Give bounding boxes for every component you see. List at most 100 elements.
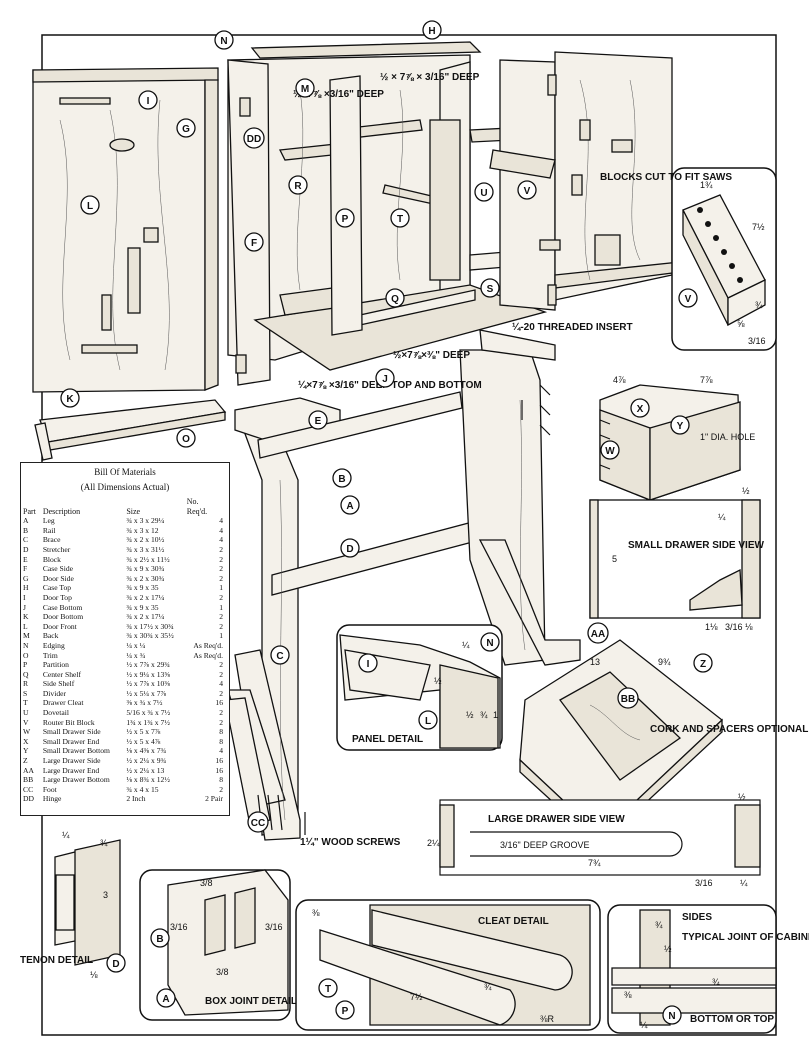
- ld-c-dim: 3/16: [695, 878, 713, 888]
- ld-d-dim: ½: [738, 792, 746, 802]
- callout-BB: BB: [617, 687, 639, 709]
- callout-Q: Q: [385, 288, 405, 308]
- bom-description: Leg: [42, 516, 55, 526]
- svg-text:A: A: [162, 994, 169, 1005]
- bom-qty: 4: [219, 746, 223, 756]
- svg-text:N: N: [668, 1011, 675, 1022]
- bom-part: V: [23, 717, 29, 727]
- bom-part: C: [23, 535, 29, 545]
- bom-size: ¾ x 3 x 31½: [126, 544, 165, 554]
- svg-text:D: D: [346, 544, 353, 555]
- bom-qty: 2 Pair: [205, 794, 223, 804]
- bom-qty: 2: [219, 573, 223, 583]
- cl-d-dim: ⅜R: [540, 1014, 555, 1024]
- callout-O: O: [176, 428, 196, 448]
- sd-c-dim: ½: [742, 486, 750, 496]
- bom-part: P: [23, 660, 28, 670]
- svg-text:P: P: [342, 214, 349, 225]
- cork-note: CORK AND SPACERS OPTIONAL: [650, 724, 808, 735]
- bom-qty: 16: [215, 756, 223, 766]
- svg-text:N: N: [220, 36, 227, 47]
- callout-X: X: [630, 398, 650, 418]
- callout-W: W: [600, 440, 620, 460]
- svg-text:D: D: [112, 959, 119, 970]
- v-length-dim: 7½: [752, 222, 765, 232]
- bom-size: ¾ x 2 x 30¾: [126, 573, 165, 583]
- v-width-dim: 1¾: [700, 180, 713, 190]
- bom-part: Y: [23, 746, 29, 756]
- svg-text:F: F: [251, 238, 257, 249]
- cl-b-dim: 7½: [410, 992, 423, 1002]
- bom-part: T: [23, 698, 28, 708]
- svg-text:W: W: [605, 446, 615, 457]
- bom-size: ¾ x 9 x 35: [126, 583, 159, 593]
- bom-size: ¾ x 3 x 29¼: [126, 516, 165, 526]
- bom-part: E: [23, 554, 28, 564]
- sd-height-dim: 5: [612, 554, 617, 564]
- bom-description: Case Side: [42, 564, 73, 574]
- box-joint-label: BOX JOINT DETAIL: [205, 996, 297, 1007]
- callout-E: E: [308, 410, 328, 430]
- callout-S: S: [480, 278, 500, 298]
- v-b-dim: 3/16: [748, 336, 766, 346]
- svg-text:AA: AA: [591, 629, 605, 640]
- bom-size: ½ x 2¼ x 9¾: [126, 756, 167, 766]
- svg-text:I: I: [367, 659, 370, 670]
- svg-text:A: A: [346, 501, 353, 512]
- bom-part: N: [23, 640, 29, 650]
- callout-T: T: [390, 208, 410, 228]
- pd-d-dim: ¾: [480, 710, 488, 720]
- bom-subtitle: (All Dimensions Actual): [80, 482, 170, 492]
- bom-part: K: [23, 612, 29, 622]
- hole-note: 1" DIA. HOLE: [700, 432, 755, 442]
- svg-text:V: V: [685, 294, 692, 305]
- callout-T-cleat: T: [318, 978, 338, 998]
- t-a-dim: ¾: [100, 838, 108, 848]
- t-b-dim: 3: [103, 890, 108, 900]
- m-deep-note: ½×7⅞ ×3/16" DEEP: [293, 89, 384, 100]
- bom-qty: 16: [215, 698, 223, 708]
- blocks-note: BLOCKS CUT TO FIT SAWS: [600, 172, 732, 183]
- m-deep-note-2: ½ × 7⅞ × 3/16" DEEP: [380, 72, 480, 83]
- svg-text:V: V: [524, 186, 531, 197]
- tj-b-dim: ½: [664, 944, 672, 954]
- bom-size: ¾ x 4 x 15: [126, 784, 159, 794]
- bom-title: Bill Of Materials: [94, 467, 156, 477]
- bom-size: ¾ x 3 x 12: [126, 525, 159, 535]
- bom-qty: 2: [219, 717, 223, 727]
- bom-qty: 1: [219, 602, 223, 612]
- callout-V: V: [517, 180, 537, 200]
- tj-d-dim: ⅜: [624, 990, 632, 1000]
- callout-G: G: [176, 118, 196, 138]
- bom-qty: 8: [219, 775, 223, 785]
- svg-text:S: S: [487, 284, 494, 295]
- ld-e-dim: ¼: [740, 878, 748, 888]
- bom-description: Small Drawer Bottom: [42, 746, 110, 756]
- bom-size: ⅜ x ¾ x 7½: [126, 698, 163, 708]
- bom-size: ½ x 2¼ x 13: [126, 765, 165, 775]
- box-joint-detail: BOX JOINT DETAIL 3/8 3/16 3/8 3/16: [139, 869, 297, 1021]
- callout-H: H: [422, 20, 442, 40]
- ld-len-dim: 7¾: [588, 858, 601, 868]
- bom-description: Hinge: [42, 794, 62, 804]
- left-door-assembly: [32, 67, 227, 461]
- screws-note: 1¼" WOOD SCREWS: [300, 837, 401, 848]
- bom-description: Small Drawer Side: [42, 727, 101, 737]
- bom-description: Edging: [42, 640, 65, 650]
- bom-qty: 16: [215, 765, 223, 775]
- callout-J: J: [375, 368, 395, 388]
- bom-part: J: [23, 602, 26, 612]
- bom-description: Door Side: [42, 573, 74, 583]
- bom-part: D: [23, 544, 29, 554]
- callout-R: R: [288, 175, 308, 195]
- bom-part: Z: [23, 756, 28, 766]
